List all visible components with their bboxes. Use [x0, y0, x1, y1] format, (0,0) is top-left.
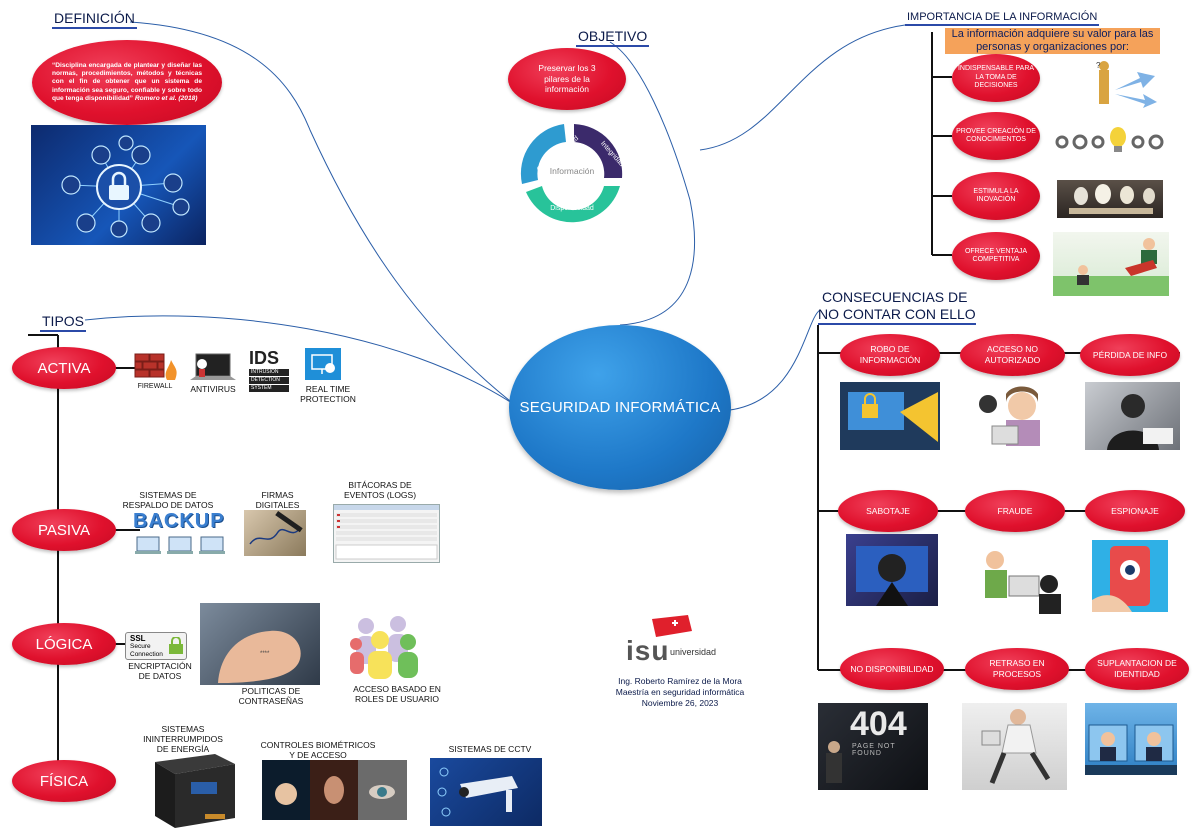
cctv-image	[430, 758, 542, 826]
definicion-quote: “Disciplina encargada de plantear y dise…	[52, 61, 202, 102]
isu-flag-icon	[652, 615, 692, 637]
error-404-code: 404	[850, 705, 907, 743]
ups-label: SISTEMAS ININTERRUMPIDOS DE ENERGÍA	[143, 724, 223, 755]
consecuencia-robo: ROBO DE INFORMACIÓN	[840, 334, 940, 376]
isu-logo: isu universidad	[624, 615, 717, 675]
firmas-label: FIRMAS DIGITALES	[255, 490, 300, 511]
antivirus-label: ANTIVIRUS	[190, 384, 236, 394]
antivirus-icon	[190, 353, 236, 380]
error-404-image: 404 PAGE NOT FOUND	[818, 703, 928, 790]
information-cycle: Información Confidencialidad Integridad …	[508, 112, 636, 224]
ids-title: IDS	[249, 348, 280, 368]
ssl-line-2: Secure	[130, 643, 151, 650]
event-log-window	[333, 504, 440, 563]
acceso-roles-label: ACCESO BASADO EN ROLES DE USUARIO	[353, 684, 441, 705]
ssl-badge: SSL Secure Connection	[125, 632, 187, 660]
definicion-bubble: “Disciplina encargada de plantear y dise…	[32, 40, 222, 125]
importancia-item-3: ESTIMULA LA INOVACIÓN	[952, 172, 1040, 220]
ids-line-1: INTRUSION	[249, 369, 289, 376]
consecuencias-title-2: NO CONTAR CON ELLO	[818, 306, 976, 322]
ids-line-3: SYSTEM	[249, 385, 289, 392]
realtime-protection-icon	[305, 348, 341, 380]
svg-text:****: ****	[260, 651, 270, 657]
competitive-advantage-image	[1053, 232, 1169, 296]
suplantacion-image	[1085, 703, 1177, 775]
definicion-title: DEFINICIÓN	[52, 10, 137, 29]
backup-image: BACKUP	[133, 510, 229, 558]
footer-author: Ing. Roberto Ramírez de la Mora	[618, 676, 742, 686]
consecuencia-suplantacion: SUPLANTACION DE IDENTIDAD	[1085, 648, 1189, 690]
objetivo-bubble-text: Preservar los 3 pilares de la informació…	[538, 63, 596, 95]
laptops-icon	[135, 536, 225, 554]
consecuencia-acceso: ACCESO NO AUTORIZADO	[960, 334, 1065, 376]
importancia-banner: La información adquiere su valor para la…	[945, 28, 1160, 54]
tipo-pasiva: PASIVA	[12, 509, 116, 551]
importancia-item-4: OFRECE VENTAJA COMPETITIVA	[952, 232, 1040, 280]
sabotaje-image	[846, 534, 938, 606]
error-404-text: PAGE NOT FOUND	[852, 743, 896, 757]
consecuencia-no-disponibilidad: NO DISPONIBILIDAD	[840, 648, 944, 690]
center-node: SEGURIDAD INFORMÁTICA	[509, 325, 731, 490]
tipos-title: TIPOS	[40, 313, 87, 332]
signature-image	[244, 510, 306, 556]
tipo-activa: ACTIVA	[12, 347, 116, 389]
hand-password-image: ****	[200, 603, 320, 685]
center-label: SEGURIDAD INFORMÁTICA	[519, 399, 721, 416]
isu-logo-sub: universidad	[670, 647, 717, 657]
ssl-line-1: SSL	[130, 634, 146, 643]
backup-word: BACKUP	[133, 510, 225, 532]
importancia-title: IMPORTANCIA DE LA INFORMACIÓN	[905, 11, 1100, 26]
lock-network-image	[31, 125, 206, 245]
tipo-fisica: FÍSICA	[12, 760, 116, 802]
definicion-citation: Romero et al. (2018)	[134, 94, 198, 102]
isu-logo-text: isu	[626, 635, 670, 666]
tipo-logica: LÓGICA	[12, 623, 116, 665]
consecuencia-fraude: FRAUDE	[965, 490, 1065, 532]
consecuencia-perdida: PÉRDIDA DE INFO	[1080, 334, 1180, 376]
importancia-banner-text: La información adquiere su valor para la…	[951, 28, 1154, 53]
consecuencia-sabotaje: SABOTAJE	[838, 490, 938, 532]
perdida-info-image	[1085, 382, 1180, 450]
backup-caption: SISTEMAS DE RESPALDO DE DATOS	[122, 490, 214, 511]
cctv-label: SISTEMAS DE CCTV	[448, 744, 532, 754]
ups-device-icon	[155, 754, 235, 828]
cycle-center-label: Información	[550, 166, 595, 176]
biometric-images	[262, 760, 407, 820]
realtime-label: REAL TIME PROTECTION	[300, 384, 356, 405]
lock-network-icon	[61, 135, 190, 238]
gears-bulb-illustration	[1055, 127, 1164, 152]
consecuencias-title-1: CONSECUENCIAS DE	[822, 289, 968, 305]
decision-illustration: ?	[1096, 61, 1157, 108]
objetivo-bubble: Preservar los 3 pilares de la informació…	[508, 48, 626, 110]
cycle-disponibilidad: Disponibilidad	[550, 205, 594, 212]
biometricos-label: CONTROLES BIOMÉTRICOS Y DE ACCESO	[260, 740, 376, 761]
retraso-image	[962, 703, 1067, 790]
ssl-lock-icon	[169, 637, 183, 654]
espionaje-image	[1092, 540, 1168, 612]
acceso-no-autorizado-image	[962, 382, 1067, 450]
firewall-icon	[134, 353, 177, 380]
fraude-image	[965, 540, 1070, 618]
politicas-label: POLITICAS DE CONTRASEÑAS	[238, 686, 304, 707]
encriptacion-label: ENCRIPTACIÓN DE DATOS	[128, 661, 192, 682]
svg-text:?: ?	[1096, 61, 1101, 70]
cycle-diagram: Información Confidencialidad Integridad …	[520, 124, 625, 223]
ssl-line-3: Connection	[130, 651, 163, 658]
footer-program: Maestría en seguridad informática	[615, 687, 745, 697]
importancia-item-1: INDISPENSABLE PARA LA TOMA DE DECISIONES	[952, 54, 1040, 102]
ids-badge: IDS INTRUSION DETECTION SYSTEM	[249, 348, 289, 392]
ids-line-2: DETECTION	[249, 377, 289, 384]
bulbs-image	[1057, 180, 1163, 218]
firewall-label: FIREWALL	[137, 383, 173, 390]
objetivo-title: OBJETIVO	[576, 28, 650, 47]
footer-credits: Ing. Roberto Ramírez de la Mora Maestría…	[600, 676, 760, 709]
bitacoras-label: BITÁCORAS DE EVENTOS (LOGS)	[343, 480, 417, 501]
consecuencias-title: CONSECUENCIAS DE NO CONTAR CON ELLO	[818, 289, 976, 325]
consecuencia-espionaje: ESPIONAJE	[1085, 490, 1185, 532]
footer-date: Noviembre 26, 2023	[641, 698, 719, 708]
consecuencia-retraso: RETRASO EN PROCESOS	[965, 648, 1069, 690]
importancia-item-2: PROVEE CREACIÓN DE CONOCIMIENTOS	[952, 112, 1040, 160]
robo-image	[840, 382, 940, 450]
user-roles-icon	[350, 616, 418, 679]
